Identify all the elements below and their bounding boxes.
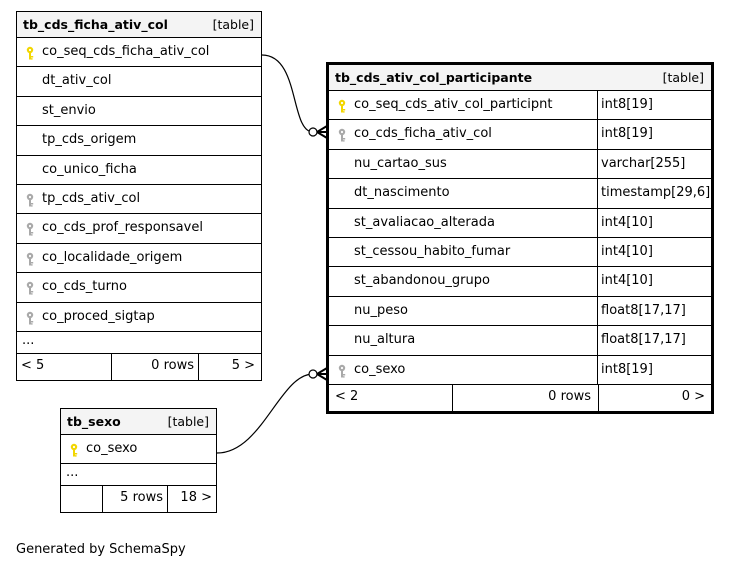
table-sexo[interactable]: tb_sexo [table] co_sexo ... 5 rows 18 > (60, 408, 217, 514)
table-name: tb_cds_ativ_col_participante (335, 70, 533, 85)
column-row[interactable]: co_unico_ficha (17, 156, 261, 185)
foreign-key-icon (25, 252, 35, 266)
foreign-key-icon (25, 281, 35, 295)
footer-rows: 0 rows (151, 357, 194, 373)
table-ficha[interactable]: tb_cds_ficha_ativ_col [table] co_seq_cds… (16, 11, 262, 381)
column-type: varchar[255] (601, 155, 686, 171)
table-participante[interactable]: tb_cds_ativ_col_participante [table] co_… (326, 62, 714, 414)
column-row[interactable]: co_cds_prof_responsavel (17, 214, 261, 244)
column-name: co_cds_turno (42, 279, 127, 295)
column-row[interactable]: nu_peso float8[17,17] (329, 296, 711, 327)
column-name: co_cds_prof_responsavel (42, 220, 203, 236)
column-row[interactable]: co_cds_turno (17, 273, 261, 303)
table-footer: < 2 0 rows 0 > (329, 384, 711, 411)
column-type: timestamp[29,6] (601, 185, 711, 201)
footer-rows: 0 rows (548, 388, 591, 404)
column-row[interactable]: tp_cds_origem (17, 126, 261, 156)
column-row[interactable]: co_sexo int8[19] (329, 355, 711, 385)
link-sexo-participante (216, 373, 320, 454)
primary-key-icon (25, 46, 35, 60)
column-row[interactable]: nu_cartao_sus varchar[255] (329, 149, 711, 180)
column-row[interactable]: st_avaliacao_alterada int4[10] (329, 208, 711, 238)
foreign-key-icon (337, 128, 347, 142)
ellipsis-row: ... (17, 332, 261, 354)
footer-next[interactable]: 18 > (180, 490, 212, 506)
column-type: int4[10] (601, 214, 653, 230)
column-name: co_sexo (354, 361, 406, 377)
column-row[interactable]: co_cds_ficha_ativ_col int8[19] (329, 120, 711, 150)
primary-key-icon (69, 443, 79, 457)
table-tag: [table] (212, 17, 254, 32)
foreign-key-icon (25, 222, 35, 236)
column-row[interactable]: co_localidade_origem (17, 244, 261, 274)
footer-next[interactable]: 0 > (681, 388, 705, 404)
column-row[interactable]: nu_altura float8[17,17] (329, 326, 711, 356)
generated-by-footer: Generated by SchemaSpy (16, 542, 186, 557)
table-tag: [table] (662, 70, 704, 85)
footer-prev[interactable]: < 5 (21, 357, 45, 373)
foreign-key-icon (25, 193, 35, 207)
column-row[interactable]: st_abandonou_grupo int4[10] (329, 267, 711, 297)
ellipsis-row: ... (61, 464, 216, 487)
table-header: tb_cds_ficha_ativ_col [table] (17, 12, 261, 38)
table-tag: [table] (167, 414, 209, 429)
column-type: int8[19] (601, 97, 653, 112)
column-row[interactable]: co_seq_cds_ficha_ativ_col (17, 38, 261, 68)
link-sexo-optional-marker (308, 369, 318, 379)
column-name: nu_cartao_sus (354, 155, 447, 171)
column-name: tp_cds_ativ_col (42, 190, 141, 206)
column-name: dt_nascimento (354, 185, 450, 201)
column-name: nu_peso (354, 302, 408, 318)
footer-prev[interactable]: < 2 (335, 388, 359, 404)
table-footer: 5 rows 18 > (61, 486, 216, 513)
column-row[interactable]: dt_ativ_col (17, 67, 261, 97)
column-type: int8[19] (601, 126, 653, 142)
column-row[interactable]: dt_nascimento timestamp[29,6] (329, 179, 711, 209)
column-name: st_avaliacao_alterada (354, 214, 495, 230)
link-ficha-optional-marker (308, 127, 318, 137)
table-header: tb_sexo [table] (61, 409, 216, 435)
column-row[interactable]: co_sexo (61, 435, 216, 465)
footer-rows: 5 rows (120, 490, 163, 506)
foreign-key-icon (25, 311, 35, 325)
column-row[interactable]: tp_cds_ativ_col (17, 185, 261, 215)
column-type: float8[17,17] (601, 332, 686, 348)
column-name: co_cds_ficha_ativ_col (354, 126, 492, 142)
column-name: tp_cds_origem (42, 132, 137, 148)
column-name: nu_altura (354, 332, 416, 348)
column-row[interactable]: co_proced_sigtap (17, 303, 261, 332)
table-header: tb_cds_ativ_col_participante [table] (329, 65, 711, 91)
column-type: int4[10] (601, 273, 653, 289)
column-name: co_seq_cds_ativ_col_participnt (354, 97, 553, 112)
column-row[interactable]: st_cessou_habito_fumar int4[10] (329, 237, 711, 268)
table-name: tb_sexo (67, 414, 121, 429)
column-name: co_unico_ficha (42, 161, 137, 177)
primary-key-icon (337, 99, 347, 113)
column-row[interactable]: st_envio (17, 97, 261, 127)
table-footer: < 5 0 rows 5 > (17, 353, 261, 380)
table-name: tb_cds_ficha_ativ_col (23, 17, 168, 32)
column-type: int8[19] (601, 361, 653, 377)
column-type: int4[10] (601, 243, 653, 259)
column-name: co_localidade_origem (42, 249, 183, 265)
column-name: co_sexo (86, 441, 138, 456)
column-type: float8[17,17] (601, 302, 686, 318)
link-sexo-crowfoot (316, 367, 328, 381)
column-name: st_abandonou_grupo (354, 273, 490, 289)
foreign-key-icon (337, 364, 347, 378)
link-ficha-crowfoot (316, 125, 328, 139)
column-name: co_seq_cds_ficha_ativ_col (42, 44, 210, 59)
column-name: dt_ativ_col (42, 73, 112, 89)
link-ficha-participante (261, 54, 320, 133)
column-row[interactable]: co_seq_cds_ativ_col_participnt int8[19] (329, 91, 711, 121)
footer-next[interactable]: 5 > (231, 357, 255, 373)
column-name: st_envio (42, 102, 96, 118)
column-name: st_cessou_habito_fumar (354, 243, 511, 259)
column-name: co_proced_sigtap (42, 308, 155, 324)
